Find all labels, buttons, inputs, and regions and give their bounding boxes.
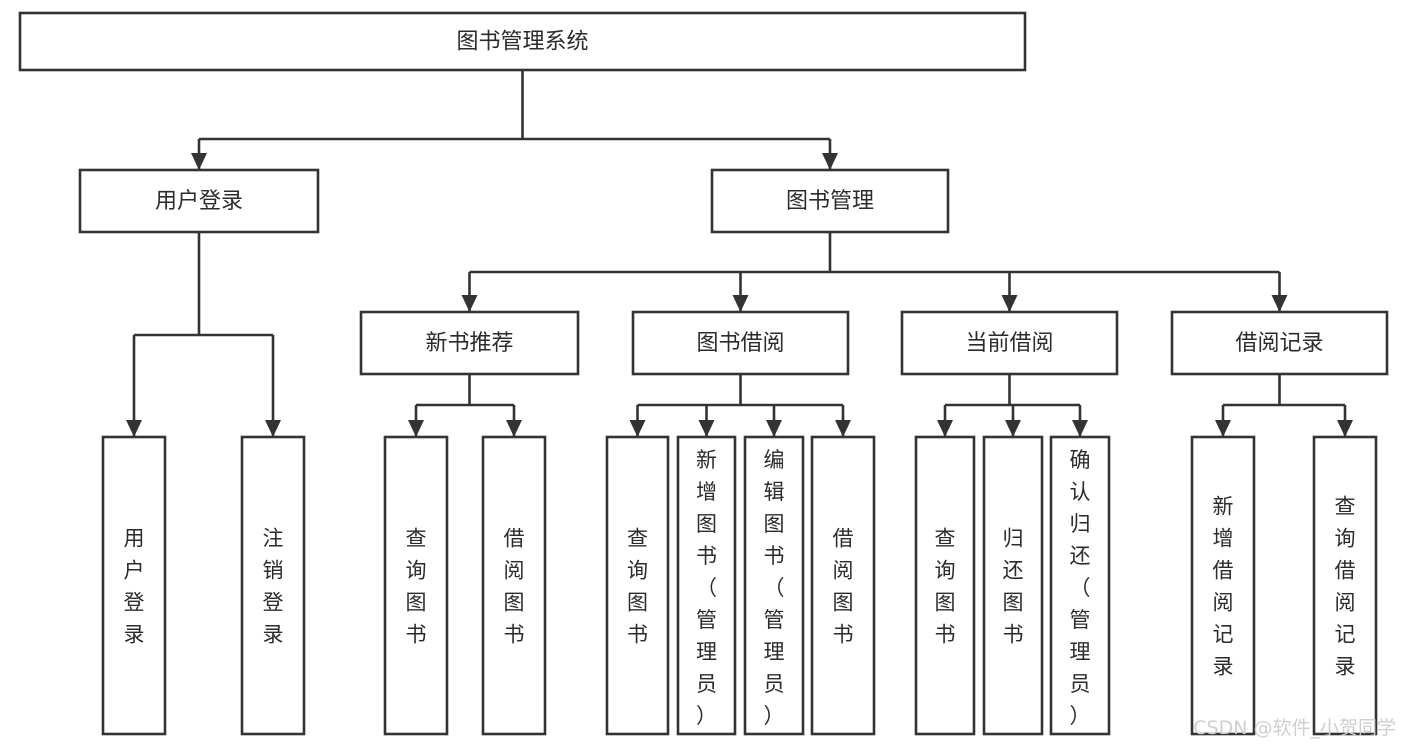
node-box-user-login[interactable]: [78, 168, 320, 234]
node-user-login-login[interactable]: 用户登录: [101, 435, 167, 736]
node-label-borrow-query-book: 查询图书: [627, 527, 648, 647]
node-user-login[interactable]: 用户登录: [78, 168, 320, 234]
node-label-current-confirm-return: 确认归还（管理员）: [1070, 448, 1091, 728]
node-box-borrow-edit-book[interactable]: [743, 435, 805, 736]
arrow-icon-borrow-add-book: [698, 420, 715, 437]
node-box-recommend-borrow-book[interactable]: [481, 435, 547, 736]
node-borrow-query-book[interactable]: 查询图书: [605, 435, 670, 736]
node-current-confirm-return[interactable]: 确认归还（管理员）: [1049, 435, 1111, 736]
arrow-icon-current-query-book: [937, 420, 953, 437]
node-label-new-book-recommend: 新书推荐: [425, 331, 513, 356]
node-records-add[interactable]: 新增借阅记录: [1190, 435, 1256, 736]
node-label-records-add: 新增借阅记录: [1213, 495, 1234, 679]
node-label-borrow-records: 借阅记录: [1235, 331, 1323, 356]
node-box-current-return-book[interactable]: [982, 435, 1044, 736]
node-box-current-query-book[interactable]: [914, 435, 976, 736]
node-box-user-login-logout[interactable]: [240, 435, 306, 736]
arrow-icon-book-borrow: [732, 295, 749, 312]
arrow-icon-borrow-records: [1271, 295, 1288, 312]
node-recommend-query-book[interactable]: 查询图书: [383, 435, 449, 736]
arrow-icon-user-login: [191, 153, 207, 170]
node-box-current-confirm-return[interactable]: [1049, 435, 1111, 736]
node-label-root: 图书管理系统: [456, 30, 588, 55]
node-box-records-add[interactable]: [1190, 435, 1256, 736]
node-label-borrow-borrow-book: 借阅图书: [833, 527, 854, 647]
node-label-book-manage: 图书管理: [786, 189, 874, 214]
arrow-icon-borrow-edit-book: [766, 420, 782, 437]
node-box-borrow-borrow-book[interactable]: [810, 435, 876, 736]
node-user-login-logout[interactable]: 注销登录: [240, 435, 306, 736]
node-label-current-borrow: 当前借阅: [965, 331, 1053, 356]
node-label-recommend-query-book: 查询图书: [406, 527, 427, 647]
node-box-book-manage[interactable]: [710, 168, 950, 234]
node-label-current-query-book: 查询图书: [935, 527, 956, 647]
node-borrow-edit-book[interactable]: 编辑图书（管理员）: [743, 435, 805, 736]
node-label-borrow-add-book: 新增图书（管理员）: [696, 448, 717, 728]
node-label-book-borrow: 图书借阅: [696, 331, 784, 356]
node-box-root[interactable]: [18, 11, 1027, 72]
node-book-manage[interactable]: 图书管理: [710, 168, 950, 234]
node-root[interactable]: 图书管理系统: [18, 11, 1027, 72]
node-borrow-borrow-book[interactable]: 借阅图书: [810, 435, 876, 736]
node-label-records-query: 查询借阅记录: [1335, 495, 1356, 679]
node-label-user-login: 用户登录: [155, 189, 243, 214]
arrow-icon-new-book-recommend: [461, 295, 478, 312]
node-label-user-login-logout: 注销登录: [263, 527, 284, 647]
node-box-new-book-recommend[interactable]: [359, 310, 580, 376]
arrow-icon-borrow-query-book: [629, 420, 646, 437]
arrow-icon-current-borrow: [1001, 295, 1018, 312]
node-box-recommend-query-book[interactable]: [383, 435, 449, 736]
arrow-icon-recommend-query-book: [408, 420, 424, 437]
node-label-recommend-borrow-book: 借阅图书: [504, 527, 525, 647]
arrow-icon-book-manage: [822, 153, 838, 170]
arrow-icon-user-login-logout: [265, 420, 281, 437]
node-box-current-borrow[interactable]: [900, 310, 1119, 376]
node-current-return-book[interactable]: 归还图书: [982, 435, 1044, 736]
node-box-book-borrow[interactable]: [631, 310, 850, 376]
node-label-current-return-book: 归还图书: [1003, 527, 1024, 647]
node-label-borrow-edit-book: 编辑图书（管理员）: [764, 448, 785, 728]
arrow-icon-current-confirm-return: [1072, 420, 1088, 437]
node-borrow-records[interactable]: 借阅记录: [1170, 310, 1389, 376]
node-box-borrow-add-book[interactable]: [676, 435, 737, 736]
arrow-icon-current-return-book: [1005, 420, 1021, 437]
node-records-query[interactable]: 查询借阅记录: [1312, 435, 1378, 736]
node-new-book-recommend[interactable]: 新书推荐: [359, 310, 580, 376]
arrow-icon-borrow-borrow-book: [835, 420, 851, 437]
connector-layer: [126, 70, 1353, 437]
node-box-user-login-login[interactable]: [101, 435, 167, 736]
arrow-icon-recommend-borrow-book: [506, 420, 522, 437]
node-book-borrow[interactable]: 图书借阅: [631, 310, 850, 376]
node-layer: 图书管理系统用户登录用户登录注销登录图书管理新书推荐查询图书借阅图书图书借阅查询…: [18, 11, 1389, 736]
watermark-text: CSDN @软件_小贺同学: [1193, 717, 1396, 739]
node-recommend-borrow-book[interactable]: 借阅图书: [481, 435, 547, 736]
node-box-borrow-query-book[interactable]: [605, 435, 670, 736]
node-label-user-login-login: 用户登录: [124, 527, 145, 647]
node-box-borrow-records[interactable]: [1170, 310, 1389, 376]
node-current-borrow[interactable]: 当前借阅: [900, 310, 1119, 376]
arrow-icon-user-login-login: [126, 420, 142, 437]
node-borrow-add-book[interactable]: 新增图书（管理员）: [676, 435, 737, 736]
node-box-records-query[interactable]: [1312, 435, 1378, 736]
arrow-icon-records-query: [1337, 420, 1353, 437]
node-current-query-book[interactable]: 查询图书: [914, 435, 976, 736]
arrow-icon-records-add: [1215, 420, 1231, 437]
